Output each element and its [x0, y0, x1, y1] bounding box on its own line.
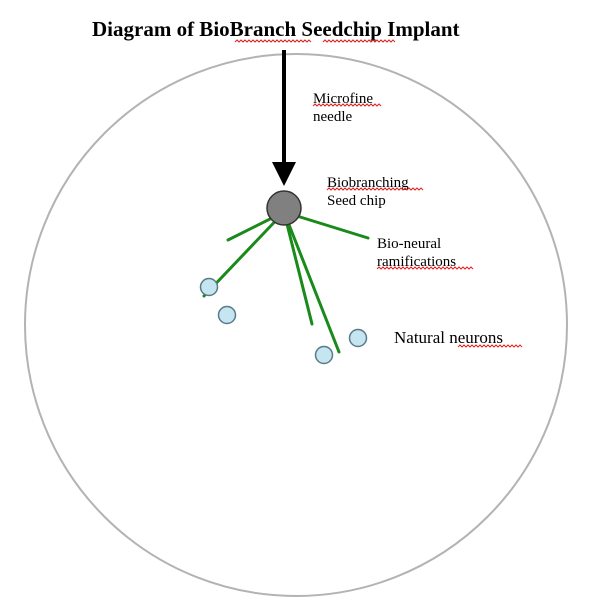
neuron [314, 345, 334, 365]
seed-chip-label-line2: Seed chip [327, 193, 386, 209]
branch-down-inner [282, 210, 314, 326]
seed-chip [266, 190, 302, 226]
seed-chip-label-line1: Biobranching [327, 175, 409, 191]
title-spellcheck-underline-2 [322, 39, 396, 43]
neuron [199, 277, 219, 297]
needle-label-background [306, 82, 404, 130]
branch-left-lower [202, 210, 286, 298]
needle-label-line2: needle [313, 109, 352, 125]
neuron [217, 305, 237, 325]
needle-arrow-head [272, 162, 296, 186]
seed-chip-spellcheck-underline [326, 187, 424, 191]
outer-tissue-circle [24, 53, 568, 597]
bio-neural-branches [202, 210, 370, 354]
needle-spellcheck-underline [312, 103, 382, 107]
neurons-label: Natural neurons [394, 328, 503, 347]
diagram-title: Diagram of BioBranch Seedchip Implant [92, 17, 460, 41]
ramifications-label-line1: Bio-neural [377, 236, 441, 252]
natural-neurons [199, 277, 368, 365]
neurons-spellcheck-underline [457, 344, 523, 348]
ramifications-spellcheck-underline [376, 266, 474, 270]
ramifications-label-line2: ramifications [377, 254, 456, 270]
neuron [348, 328, 368, 348]
title-spellcheck-underline [234, 39, 312, 43]
branch-down-outer [282, 210, 341, 354]
needle-label-line1: Microfine [313, 91, 373, 107]
